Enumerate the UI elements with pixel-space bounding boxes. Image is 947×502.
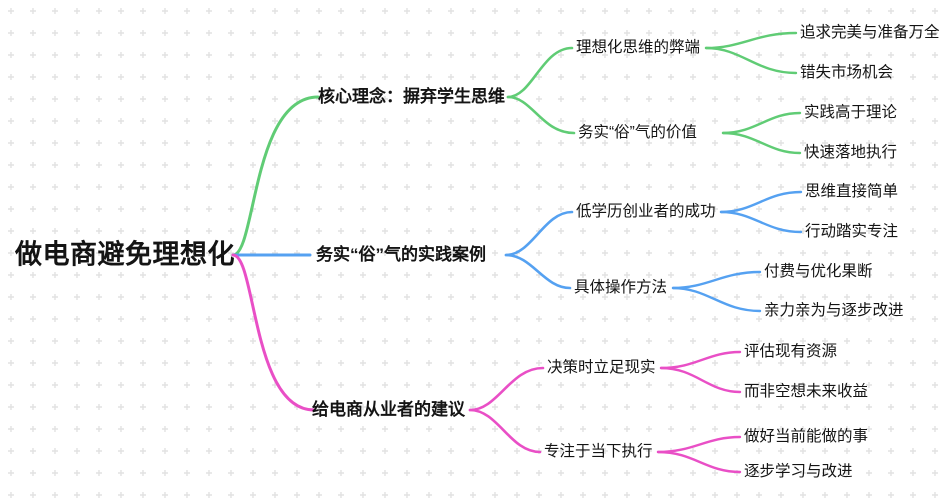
connector-sub2-leaf2 [721,131,802,155]
subtopic-node-idealism-drawbacks[interactable]: 理想化思维的弊端 [576,39,701,57]
branch-node-practice-cases[interactable]: 务实“俗”气的实践案例 [316,245,486,265]
leaf-node-do-what-you-can[interactable]: 做好当前能做的事 [744,428,869,446]
leaf-node-no-daydreaming[interactable]: 而非空想未来收益 [744,383,869,401]
subtopic-node-concrete-methods[interactable]: 具体操作方法 [574,279,668,297]
branch-node-advice[interactable]: 给电商从业者的建议 [312,400,465,420]
leaf-node-simple-thinking[interactable]: 思维直接简单 [805,183,899,201]
leaf-node-hands-on-improvement[interactable]: 亲力亲为与逐步改进 [764,302,904,320]
leaf-node-fast-execution[interactable]: 快速落地执行 [804,144,898,162]
subtopic-node-pragmatic-value[interactable]: 务实“俗”气的价值 [578,124,697,142]
subtopic-node-low-edu-success[interactable]: 低学历创业者的成功 [576,203,716,221]
connector-branch3-sub1 [468,366,545,412]
leaf-node-decisive-optimization[interactable]: 付费与优化果断 [764,263,873,281]
root-node[interactable]: 做电商避免理想化 [15,239,235,270]
connector-sub1-leaf2 [704,46,798,75]
subtopic-node-realistic-decisions[interactable]: 决策时立足现实 [547,359,656,377]
connector-root-branch1 [231,95,320,257]
branch-node-core-concept[interactable]: 核心理念：摒弃学生思维 [318,87,505,107]
connector-sub6-leaf2 [656,450,742,474]
connector-branch1-sub1 [506,46,574,99]
leaf-node-assess-resources[interactable]: 评估现有资源 [744,343,838,361]
connector-sub3-leaf2 [719,210,803,234]
connector-branch2-sub2 [504,253,572,290]
leaf-node-practice-over-theory[interactable]: 实践高于理论 [804,104,898,122]
leaf-node-gradual-learning[interactable]: 逐步学习与改进 [744,463,853,481]
connector-root-branch3 [231,253,316,412]
leaf-node-steady-action[interactable]: 行动踏实专注 [805,223,899,241]
subtopic-node-focus-on-present[interactable]: 专注于当下执行 [544,443,653,461]
connector-branch2-sub1 [504,210,574,257]
connector-sub5-leaf2 [659,366,742,394]
connector-branch3-sub2 [468,408,542,454]
leaf-node-missed-opportunity[interactable]: 错失市场机会 [800,64,894,82]
connector-sub4-leaf2 [671,286,762,313]
leaf-node-perfectionism[interactable]: 追求完美与准备万全 [800,24,940,42]
connector-branch1-sub2 [506,95,576,135]
